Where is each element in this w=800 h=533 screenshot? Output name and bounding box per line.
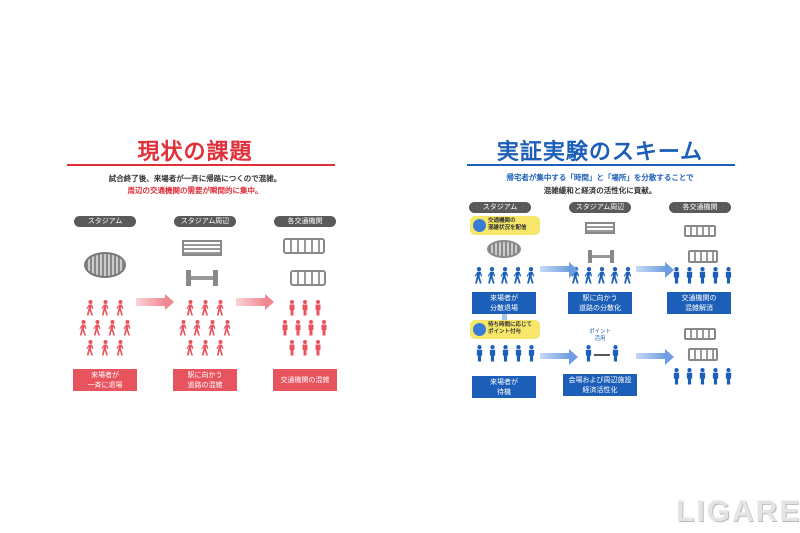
left-arrow-2 — [236, 294, 274, 310]
ticket-gate-icon — [186, 270, 218, 286]
box-text: 来場者が — [490, 294, 518, 302]
train-icon — [283, 238, 325, 254]
left-pill-transport: 各交通機関 — [274, 216, 336, 227]
standing-people-icon — [673, 368, 732, 385]
badge-text: 混雑状況を配信 — [488, 225, 527, 231]
right-description-2: 混雑緩和と経済の活性化に貢献。 — [543, 186, 657, 195]
train-icon — [684, 225, 716, 237]
left-arrow-1 — [136, 294, 174, 310]
walking-people-icon — [571, 267, 632, 284]
left-description-1: 試合終了後、来場者が一斉に帰路につくので混雑。 — [108, 174, 282, 183]
smartphone-icon — [473, 323, 486, 336]
box-text: 来場者が — [490, 378, 518, 386]
right-box-dispersed-exit: 来場者が分散退場 — [472, 292, 536, 314]
right-title: 実証実験のスキーム — [496, 140, 704, 165]
point-label: ポイント活用 — [580, 329, 620, 343]
signboard-icon — [585, 222, 615, 234]
box-text: 駅に向かう — [187, 371, 223, 379]
signboard-icon — [182, 240, 222, 256]
badge-text: 待ち時間に応じて — [488, 322, 533, 328]
right-box-economic-activation: 会場および周辺施設経済活性化 — [563, 374, 637, 396]
box-text: 交通機関の — [681, 294, 717, 302]
train-icon — [684, 328, 716, 340]
right-description-1: 帰宅者が集中する「時間」と「場所」を分散することで — [506, 173, 694, 182]
box-text: 一斉に退場 — [87, 381, 123, 389]
box-text: 経済活性化 — [582, 386, 618, 394]
ticket-gate-icon — [588, 250, 614, 263]
right-pill-transport: 各交通機関 — [669, 202, 731, 213]
badge-points-awarded: 待ち時間に応じてポイント付与 — [470, 320, 540, 339]
bus-icon — [688, 250, 718, 263]
left-title: 現状の課題 — [137, 140, 253, 165]
left-description-2: 周辺の交通機関の需要が瞬間的に集中。 — [127, 186, 263, 195]
left-pill-stadium: スタジアム — [74, 216, 136, 227]
box-text: 会場および周辺施設 — [568, 376, 632, 384]
right-box-road-dispersal: 駅に向かう道路の分散化 — [568, 292, 632, 314]
badge-text: ポイント付与 — [488, 329, 522, 335]
waiting-people-icon — [476, 345, 535, 362]
right-pill-stadium: スタジアム — [469, 202, 531, 213]
right-arrow-3 — [540, 349, 578, 365]
right-box-congestion-relief: 交通機関の混雑解消 — [667, 292, 731, 314]
connector-line — [502, 314, 507, 324]
box-text: 道路の混雑 — [187, 381, 223, 389]
crowd-walking-icon — [179, 300, 231, 356]
box-text: 来場者が — [91, 371, 119, 379]
left-box-transport: 交通機関の混雑 — [273, 369, 337, 391]
ligare-watermark: LIGARE — [676, 495, 800, 528]
right-box-waiting: 来場者が待機 — [472, 376, 536, 398]
point-label-text: ポイント — [588, 329, 611, 335]
stadium-icon — [487, 240, 521, 258]
badge-text: 交通機関の — [488, 218, 516, 224]
box-text: 交通機関の混雑 — [280, 376, 330, 384]
left-divider — [67, 164, 335, 166]
dining-people-icon — [585, 345, 619, 362]
standing-people-icon — [673, 267, 732, 284]
walking-people-icon — [474, 267, 535, 284]
left-box-exit: 来場者が一斉に退場 — [73, 369, 137, 391]
box-text: 待機 — [497, 388, 511, 396]
box-text: 分散退場 — [490, 304, 518, 312]
crowd-standing-icon — [282, 300, 327, 356]
point-label-text: 活用 — [594, 336, 606, 342]
smartphone-icon — [473, 219, 486, 232]
right-divider — [467, 164, 735, 166]
right-arrow-2 — [636, 262, 674, 278]
stadium-icon — [84, 252, 126, 278]
left-pill-stadium-area: スタジアム周辺 — [174, 216, 236, 227]
left-box-road: 駅に向かう道路の混雑 — [173, 369, 237, 391]
badge-congestion-info: 交通機関の混雑状況を配信 — [470, 216, 540, 235]
right-arrow-1 — [540, 262, 578, 278]
box-text: 混雑解消 — [685, 304, 713, 312]
bus-icon — [290, 270, 326, 286]
crowd-walking-icon — [79, 300, 131, 356]
right-pill-stadium-area: スタジアム周辺 — [569, 202, 631, 213]
bus-icon — [688, 348, 718, 361]
box-text: 駅に向かう — [582, 294, 618, 302]
box-text: 道路の分散化 — [579, 304, 621, 312]
right-arrow-4 — [636, 349, 674, 365]
